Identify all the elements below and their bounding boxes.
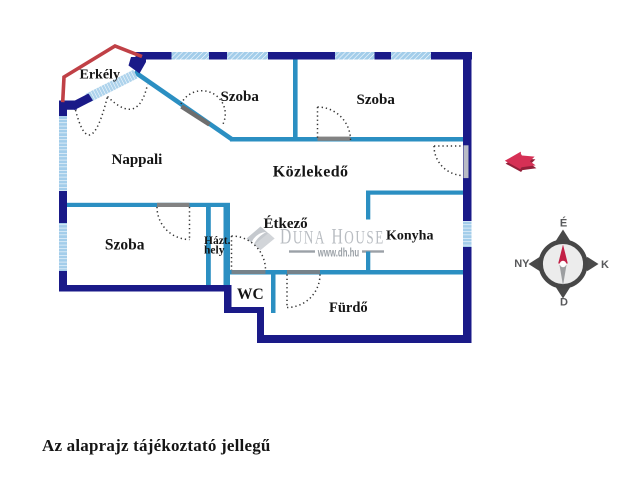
svg-text:Fürdő: Fürdő (329, 300, 368, 316)
svg-text:É: É (560, 217, 567, 230)
svg-text:D: D (560, 297, 568, 309)
svg-text:Házt.: Házt. (204, 235, 231, 247)
svg-text:Erkély: Erkély (80, 67, 120, 82)
svg-text:hely: hely (204, 245, 225, 257)
svg-text:Szoba: Szoba (105, 237, 145, 254)
svg-text:Konyha: Konyha (386, 229, 433, 244)
svg-text:WC: WC (237, 286, 264, 303)
svg-text:Étkező: Étkező (264, 215, 309, 232)
svg-text:Nappali: Nappali (112, 152, 163, 168)
svg-text:Szoba: Szoba (221, 89, 260, 105)
svg-text:Az alaprajz tájékoztató jelleg: Az alaprajz tájékoztató jellegű (42, 436, 271, 455)
svg-text:www.dh.hu: www.dh.hu (317, 247, 359, 260)
svg-text:DUNA HOUSE: DUNA HOUSE (280, 225, 385, 249)
svg-text:Szoba: Szoba (357, 92, 396, 108)
svg-text:Közlekedő: Közlekedő (273, 164, 349, 181)
svg-text:NY: NY (514, 258, 530, 270)
svg-text:K: K (601, 259, 609, 271)
